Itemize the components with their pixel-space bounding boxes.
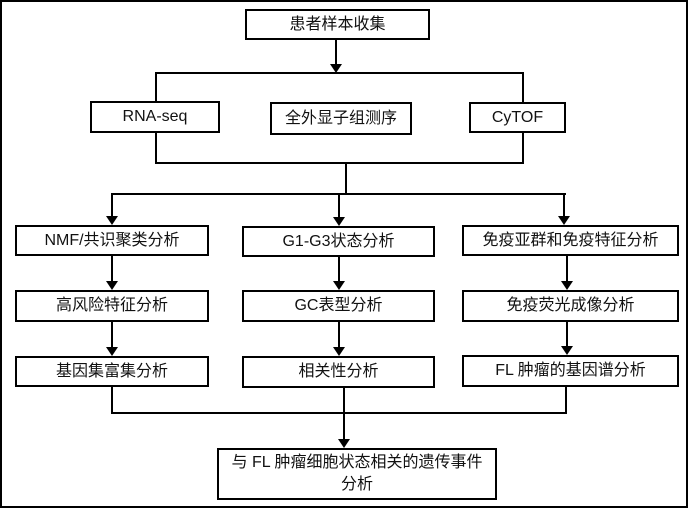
connector-rnaseq-down	[155, 133, 157, 164]
node-nmf-consensus-clustering: NMF/共识聚类分析	[15, 225, 209, 256]
connector-h1-to-cytof	[522, 72, 524, 102]
node-whole-exome-sequencing: 全外显子组测序	[270, 102, 412, 135]
connector-h3-col2	[338, 193, 340, 218]
node-cytof: CyTOF	[469, 102, 566, 133]
connector-col2-step2	[338, 256, 340, 282]
connector-h2-h3	[345, 162, 347, 194]
connector-col1-step2	[111, 255, 113, 282]
node-immunofluorescence-imaging: 免疫荧光成像分析	[462, 290, 679, 322]
connector-h3-col3	[563, 193, 565, 217]
connector-col3-step3	[566, 322, 568, 347]
arrowhead	[333, 281, 345, 290]
arrowhead	[330, 64, 342, 73]
node-correlation-analysis: 相关性分析	[242, 356, 435, 388]
node-immune-subsets-features: 免疫亚群和免疫特征分析	[462, 225, 679, 256]
node-fl-tumor-gene-profile: FL 肿瘤的基因谱分析	[462, 355, 679, 387]
arrowhead	[333, 217, 345, 226]
arrowhead	[106, 347, 118, 356]
node-rna-seq: RNA-seq	[90, 101, 220, 133]
node-high-risk-features: 高风险特征分析	[15, 290, 209, 322]
connector-top-drop	[335, 40, 337, 65]
node-gene-set-enrichment: 基因集富集分析	[15, 356, 209, 387]
connector-cytof-down	[522, 133, 524, 164]
arrowhead	[333, 347, 345, 356]
arrowhead	[561, 281, 573, 290]
connector-col1-final	[111, 387, 113, 414]
arrowhead	[106, 281, 118, 290]
connector-h1	[155, 72, 524, 74]
connector-col1-step3	[111, 322, 113, 348]
node-g1-g3-state-analysis: G1-G3状态分析	[242, 226, 435, 257]
arrowhead	[561, 346, 573, 355]
arrowhead	[106, 216, 118, 225]
connector-h4	[111, 412, 567, 414]
connector-col2-step3	[338, 322, 340, 348]
connector-h2	[155, 162, 524, 164]
connector-h1-to-rnaseq	[155, 72, 157, 101]
arrowhead	[338, 439, 350, 448]
node-genetic-events-final: 与 FL 肿瘤细胞状态相关的遗传事件分析	[217, 448, 497, 500]
connector-h3-col1	[111, 193, 113, 217]
connector-col2-final	[343, 388, 345, 440]
arrowhead	[558, 216, 570, 225]
connector-col3-final	[565, 387, 567, 414]
node-patient-sample-collection: 患者样本收集	[245, 9, 430, 40]
connector-col3-step2	[566, 255, 568, 282]
node-gc-phenotype-analysis: GC表型分析	[242, 290, 435, 322]
